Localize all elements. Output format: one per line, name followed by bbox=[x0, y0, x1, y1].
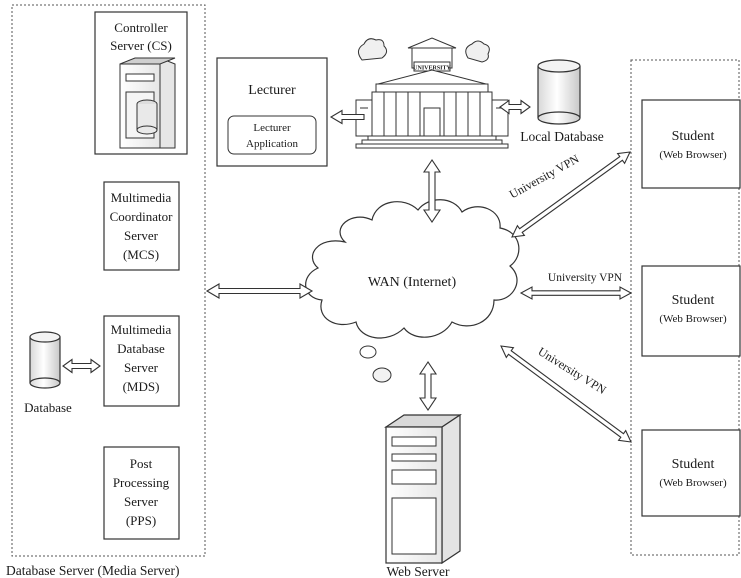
mcs-label-2: Coordinator bbox=[110, 209, 173, 224]
media-server-panel: Database Server (Media Server) Controlle… bbox=[6, 4, 206, 578]
students-panel-border bbox=[630, 59, 740, 556]
students-panel: Student (Web Browser) Student (Web Brows… bbox=[630, 59, 741, 556]
student-2-title: Student bbox=[672, 293, 715, 308]
lecturer-box: Lecturer Lecturer Application bbox=[216, 57, 328, 167]
pps-label-3: Server bbox=[124, 494, 159, 509]
lecturer-app-label-2: Application bbox=[246, 138, 298, 150]
university-building-icon: UNIVERSITY bbox=[355, 37, 509, 149]
mds-label-4: (MDS) bbox=[123, 379, 160, 394]
pps-label-2: Processing bbox=[113, 475, 170, 490]
university-sign: UNIVERSITY bbox=[413, 66, 451, 72]
mcs-label-3: Server bbox=[124, 228, 159, 243]
student-3-title: Student bbox=[672, 457, 715, 472]
pps-box: Post Processing Server (PPS) bbox=[103, 446, 180, 540]
database-cylinder-icon bbox=[29, 331, 61, 389]
student-box-2: Student (Web Browser) bbox=[641, 265, 741, 357]
pps-label-4: (PPS) bbox=[126, 513, 156, 528]
media-server-panel-border bbox=[11, 4, 206, 557]
mds-box: Multimedia Database Server (MDS) bbox=[103, 315, 180, 407]
arrow-cloud-web-server bbox=[418, 361, 438, 411]
mds-label-3: Server bbox=[124, 360, 159, 375]
mds-label-2: Database bbox=[117, 341, 165, 356]
student-box-1: Student (Web Browser) bbox=[641, 99, 741, 189]
wan-cloud-label: WAN (Internet) bbox=[368, 275, 457, 290]
student-1-title: Student bbox=[672, 129, 715, 144]
server-tower-icon bbox=[119, 57, 176, 149]
media-server-caption: Database Server (Media Server) bbox=[6, 563, 180, 578]
arrow-database-mds bbox=[62, 358, 101, 374]
student-1-subtitle: (Web Browser) bbox=[659, 149, 727, 161]
pps-label-1: Post bbox=[130, 456, 153, 471]
controller-server-label-2: Server (CS) bbox=[110, 38, 172, 53]
student-2-subtitle: (Web Browser) bbox=[659, 313, 727, 325]
local-database-label: Local Database bbox=[520, 129, 604, 144]
local-database-cylinder-icon bbox=[537, 59, 581, 125]
mcs-box: Multimedia Coordinator Server (MCS) bbox=[103, 181, 180, 271]
mcs-label-4: (MCS) bbox=[123, 247, 159, 262]
web-server-label: Web Server bbox=[386, 564, 450, 578]
arrow-university-local-database bbox=[499, 99, 531, 115]
student-box-3: Student (Web Browser) bbox=[641, 429, 741, 517]
arrow-vpn-student-3 bbox=[500, 345, 632, 443]
web-server-icon bbox=[384, 413, 462, 565]
vpn-label-middle: University VPN bbox=[548, 272, 623, 284]
connection-arrows bbox=[62, 99, 633, 443]
lecturer-title: Lecturer bbox=[248, 83, 296, 98]
arrow-vpn-student-1 bbox=[511, 151, 631, 238]
vpn-label-bottom: University VPN bbox=[536, 344, 609, 397]
arrow-media-server-cloud bbox=[205, 283, 314, 299]
mds-label-1: Multimedia bbox=[111, 322, 172, 337]
database-label: Database bbox=[24, 400, 72, 415]
lecturer-application-box bbox=[227, 115, 317, 155]
lecturer-app-label-1: Lecturer bbox=[253, 122, 291, 134]
student-3-subtitle: (Web Browser) bbox=[659, 477, 727, 489]
controller-server-label-1: Controller bbox=[114, 20, 168, 35]
arrow-university-to-lecturer bbox=[329, 109, 365, 125]
wan-cloud-icon bbox=[305, 199, 520, 383]
mcs-label-1: Multimedia bbox=[111, 190, 172, 205]
arrow-university-cloud bbox=[422, 159, 442, 223]
controller-server-box: Controller Server (CS) bbox=[94, 11, 188, 155]
arrow-vpn-student-2 bbox=[519, 286, 633, 300]
